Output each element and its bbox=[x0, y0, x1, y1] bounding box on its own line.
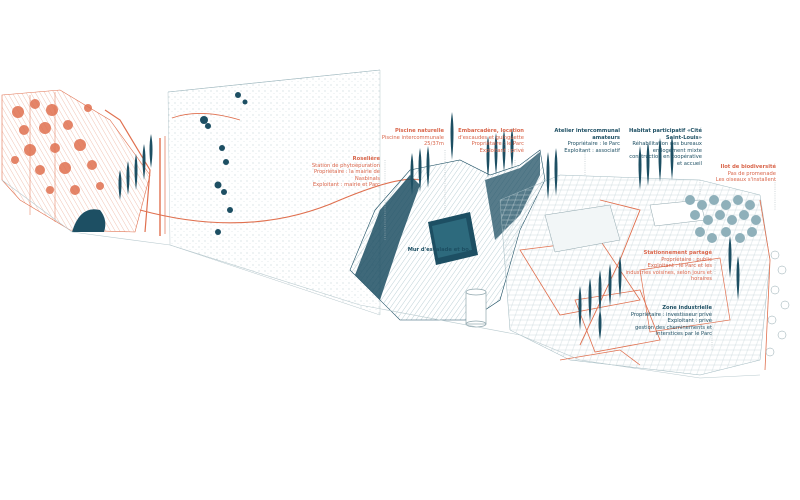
annotation-title: Zone industrielle bbox=[662, 305, 712, 311]
railway bbox=[104, 109, 166, 236]
annotation-industrial-zone: Zone industrielle Propriétaire : investi… bbox=[606, 305, 712, 338]
annotation-line: industries voisines, selon jours et bbox=[625, 269, 712, 276]
central-meadow bbox=[167, 69, 381, 316]
leader-lines bbox=[384, 150, 776, 350]
annotation-title: Stationnement partagé bbox=[643, 250, 712, 256]
annotation-line: Saint-Louis» bbox=[665, 134, 702, 141]
site-base-edge bbox=[1, 179, 761, 379]
annotation-title: Habitat participatif «Cité bbox=[629, 128, 702, 134]
tunnel-portal bbox=[72, 209, 106, 232]
annotation-line: Pas de promenade bbox=[727, 170, 776, 177]
water-tower bbox=[465, 288, 487, 328]
natural-pool bbox=[428, 212, 478, 265]
annotation-line: Exploitant : mairie et Parc bbox=[312, 182, 380, 189]
annotation-title: Roselière bbox=[352, 156, 380, 162]
annotation-line: Exploitant : le Parc et les bbox=[647, 263, 712, 270]
meadow-trees bbox=[200, 92, 248, 235]
annotation-line: 25/37m bbox=[423, 141, 444, 148]
annotation-climbing-wall: Mur d'escalade et bo… bbox=[388, 247, 474, 254]
annotation-line: construction en coopérative bbox=[629, 154, 702, 161]
annotation-line: Exploitant : privé bbox=[479, 147, 524, 154]
annotation-line: Station de phytoépuration bbox=[311, 162, 380, 169]
orchard-block-east bbox=[685, 195, 761, 243]
annotation-line: d'escaudes et guinguette bbox=[458, 134, 524, 141]
outline-trees-east bbox=[765, 250, 790, 357]
annotation-line: gestion des cheminements et bbox=[634, 324, 712, 331]
annotation-reedbed: Roselière Station de phytoépuration Prop… bbox=[296, 156, 380, 189]
annotation-title: Embarcadère, location bbox=[458, 128, 524, 134]
annotation-biodiversity: Ilot de biodiversité Pas de promenade Le… bbox=[708, 164, 776, 184]
annotation-natural-pool: Piscine naturelle Piscine intercommunale… bbox=[352, 128, 444, 148]
annotation-line: horaires bbox=[690, 276, 712, 283]
annotation-line: Exploitant : associatif bbox=[564, 147, 620, 154]
annotation-cohousing: Habitat participatif «Cité Saint-Louis» … bbox=[618, 128, 702, 168]
annotation-title: Ilot de biodiversité bbox=[720, 164, 776, 170]
lake-path-upper bbox=[171, 113, 241, 121]
annotation-title: Piscine naturelle bbox=[394, 128, 444, 134]
annotation-line: Propriétaire : le Parc bbox=[471, 141, 524, 148]
annotation-line: et accueil bbox=[676, 160, 702, 167]
cypress-row-west bbox=[118, 134, 153, 200]
annotation-line: Nasbinals bbox=[354, 175, 380, 182]
annotation-line: Propriétaire : la mairie de bbox=[313, 169, 380, 176]
annotation-shared-parking: Stationnement partagé Propriétaire : pub… bbox=[612, 250, 712, 283]
annotation-line: interstices par le Parc bbox=[655, 331, 712, 338]
annotation-line: Propriétaire : public bbox=[661, 256, 712, 263]
annotation-line: Réhabilitation des bureaux bbox=[632, 141, 702, 148]
built-zone bbox=[499, 174, 771, 376]
annotation-line: Propriétaire : investisseur privé bbox=[630, 311, 712, 318]
annotation-line: Propriétaire : le Parc bbox=[567, 141, 620, 148]
cypress-row-center bbox=[410, 112, 514, 195]
annotation-boat-landing: Embarcadère, location d'escaudes et guin… bbox=[446, 128, 524, 154]
annotation-line: Exploitant : privé bbox=[667, 318, 712, 325]
annotation-title: Mur d'escalade et bo… bbox=[407, 247, 474, 253]
annotation-line: en logement mixte bbox=[652, 147, 702, 154]
lake-path bbox=[139, 178, 421, 224]
annotation-line: Les oiseaux s'installent bbox=[715, 177, 776, 184]
annotation-title: Atelier intercommunal amateurs bbox=[554, 128, 620, 141]
west-woodland bbox=[1, 89, 151, 233]
annotation-line: Piscine intercommunale bbox=[381, 134, 444, 141]
cypress-row-east bbox=[546, 136, 740, 340]
annotation-workshop: Atelier intercommunal amateurs Propriéta… bbox=[530, 128, 620, 154]
